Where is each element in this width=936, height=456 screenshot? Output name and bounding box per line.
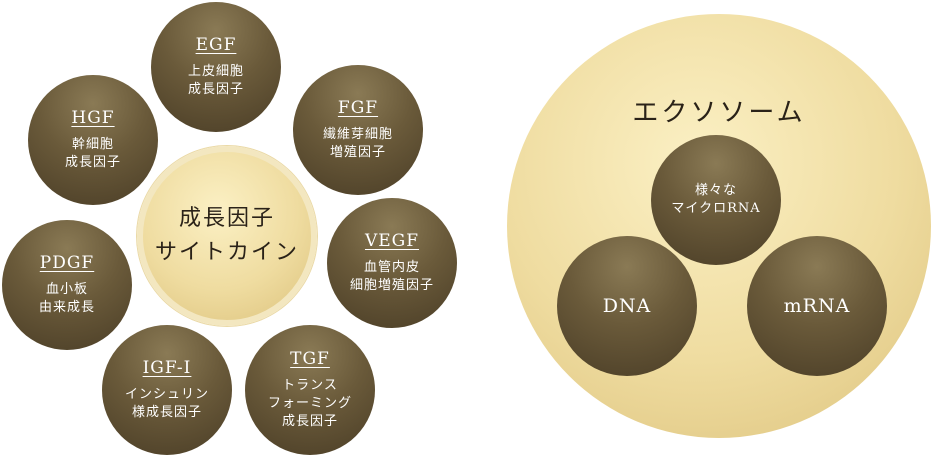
fgf-desc-line2: 増殖因子 [329,145,386,160]
egf-abbr: EGF [195,35,237,55]
hgf-desc-line1: 幹細胞 [71,137,114,152]
tgf-desc-line2: フォーミング [267,396,352,411]
egf-desc-line1: 上皮細胞 [187,64,244,79]
fgf-circle: FGF 繊維芽細胞 増殖因子 [293,65,423,195]
center-title-line1: 成長因子 [178,206,275,231]
tgf-desc-line1: トランス [282,378,338,393]
micro-rna-circle: 様々な マイクロRNA [651,135,781,265]
center-growth-factor-cytokine-circle: 成長因子 サイトカイン [137,146,317,326]
vegf-desc-line2: 細胞増殖因子 [349,278,434,293]
igf-desc-line2: 様成長因子 [131,405,202,420]
vegf-abbr: VEGF [364,231,420,251]
egf-desc-line2: 成長因子 [187,82,244,97]
hgf-circle: HGF 幹細胞 成長因子 [28,75,158,205]
igf-circle: IGF-I インシュリン 様成長因子 [102,325,232,455]
mrna-circle: mRNA [747,236,887,376]
tgf-circle: TGF トランス フォーミング 成長因子 [245,325,375,455]
fgf-abbr: FGF [337,98,379,118]
vegf-circle: VEGF 血管内皮 細胞増殖因子 [327,198,457,328]
pdgf-desc-line1: 血小板 [45,282,88,297]
center-title-line2: サイトカイン [154,240,299,265]
tgf-abbr: TGF [290,349,330,369]
tgf-desc-line3: 成長因子 [281,414,338,429]
pdgf-desc-line2: 由来成長 [38,300,95,315]
igf-abbr: IGF-I [142,358,192,378]
igf-desc-line1: インシュリン [124,387,209,402]
hgf-desc-line2: 成長因子 [64,155,121,170]
hgf-abbr: HGF [71,108,115,128]
exosome-title: エクソソーム [632,98,806,128]
dna-circle: DNA [557,236,697,376]
exosome-circle: エクソソーム 様々な マイクロRNA DNA mRNA [507,14,931,438]
micro-rna-line2: マイクロRNA [671,201,761,216]
mrna-label: mRNA [783,295,851,317]
micro-rna-line1: 様々な [694,183,737,198]
fgf-desc-line1: 繊維芽細胞 [322,127,393,142]
dna-label: DNA [602,295,652,317]
vegf-desc-line1: 血管内皮 [363,260,420,275]
egf-circle: EGF 上皮細胞 成長因子 [151,2,281,132]
pdgf-abbr: PDGF [39,253,95,273]
pdgf-circle: PDGF 血小板 由来成長 [2,220,132,350]
